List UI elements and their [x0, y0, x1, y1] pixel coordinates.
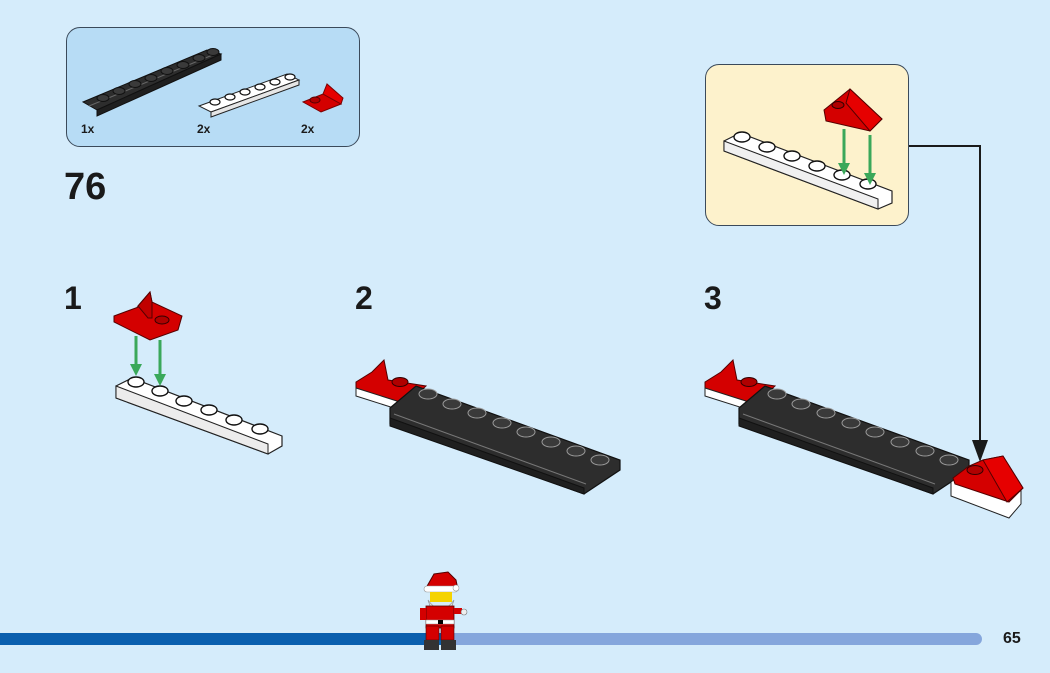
- sub-step-number-2: 2: [355, 280, 373, 316]
- red-bracket-icon: [301, 83, 344, 113]
- step-1-illustration: [113, 290, 283, 455]
- progress-bar-fill: [0, 633, 442, 645]
- black-plate-icon: [81, 48, 223, 117]
- quantity-black-plate: 1x: [81, 122, 95, 136]
- quantity-red-bracket: 2x: [301, 122, 315, 136]
- page-number: 65: [1003, 630, 1021, 647]
- white-plate-icon: [197, 73, 301, 118]
- quantity-white-plate: 2x: [197, 122, 211, 136]
- step-3-illustration: [704, 358, 1024, 519]
- santa-minifigure-icon: [420, 571, 468, 650]
- callout-assembly-illustration: [723, 88, 893, 210]
- sub-step-number-3: 3: [704, 280, 722, 316]
- callout-box: [705, 64, 909, 226]
- sub-step-number-1: 1: [64, 280, 82, 316]
- main-step-number: 76: [64, 166, 107, 208]
- step-2-illustration: [355, 358, 621, 495]
- parts-list-box: 1x 2x 2x: [66, 27, 360, 147]
